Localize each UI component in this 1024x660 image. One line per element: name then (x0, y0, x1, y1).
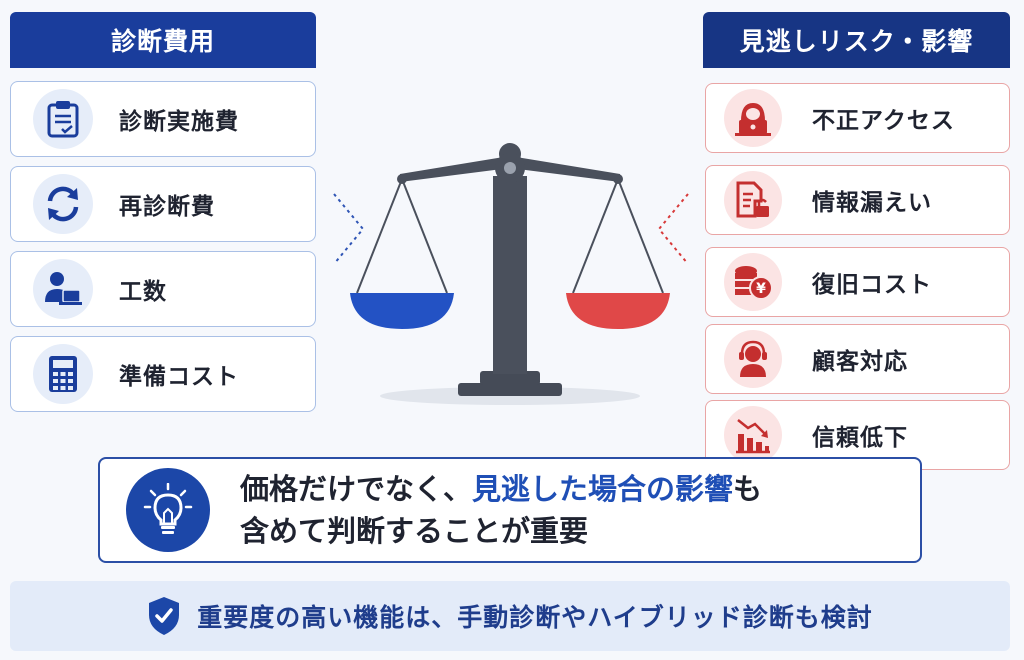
cost-item-rediagnosis-fee: 再診断費 (10, 166, 316, 242)
recommendation-text: 重要度の高い機能は、手動診断やハイブリッド診断も検討 (197, 603, 873, 632)
worker-laptop-icon (33, 259, 93, 319)
declining-chart-icon (724, 406, 782, 464)
left-connector-chevron (333, 193, 365, 265)
risk-item-data-leak: 情報漏えい (705, 165, 1010, 235)
risk-item-label: 情報漏えい (812, 190, 932, 216)
risk-item-recovery-cost: ¥ 復旧コスト (705, 247, 1010, 317)
hacker-icon (724, 89, 782, 147)
risk-item-unauthorized-access: 不正アクセス (705, 83, 1010, 153)
key-message-suffix: も (733, 472, 763, 506)
lightbulb-icon (126, 468, 210, 552)
key-message-line1: 価格だけでなく、見逃した場合の影響も (240, 468, 762, 510)
cost-item-label: 再診断費 (119, 194, 215, 220)
svg-text:¥: ¥ (756, 281, 766, 297)
document-lock-icon (724, 171, 782, 229)
key-message-prefix: 価格だけでなく、 (240, 472, 473, 506)
balance-scale-illustration (350, 143, 670, 405)
refresh-icon (33, 174, 93, 234)
key-message-highlight: 見逃した場合の影響 (472, 472, 734, 506)
risk-item-label: 信頼低下 (812, 425, 908, 451)
risk-item-label: 顧客対応 (812, 349, 908, 375)
risk-item-label: 復旧コスト (812, 272, 932, 298)
cost-item-diagnosis-fee: 診断実施費 (10, 81, 316, 157)
cost-item-label: 工数 (119, 279, 167, 305)
cost-item-man-hours: 工数 (10, 251, 316, 327)
calculator-icon (33, 344, 93, 404)
shield-check-icon (149, 597, 180, 635)
clipboard-icon (33, 89, 93, 149)
risk-item-label: 不正アクセス (812, 108, 955, 134)
cost-item-label: 準備コスト (119, 364, 239, 390)
risk-item-customer-support: 顧客対応 (705, 324, 1010, 394)
cost-item-prep-cost: 準備コスト (10, 336, 316, 412)
key-message-text: 価格だけでなく、見逃した場合の影響も 含めて判断することが重要 (240, 468, 762, 552)
cost-panel-title: 診断費用 (10, 12, 316, 68)
yen-coins-icon: ¥ (724, 253, 782, 311)
risk-panel-title: 見逃しリスク・影響 (703, 12, 1010, 68)
key-message-line2: 含めて判断することが重要 (240, 514, 589, 548)
right-connector-chevron (657, 193, 689, 265)
cost-item-label: 診断実施費 (119, 109, 239, 135)
key-message-callout: 価格だけでなく、見逃した場合の影響も 含めて判断することが重要 (98, 457, 922, 563)
recommendation-bar: 重要度の高い機能は、手動診断やハイブリッド診断も検討 (10, 581, 1010, 651)
headset-icon (724, 330, 782, 388)
